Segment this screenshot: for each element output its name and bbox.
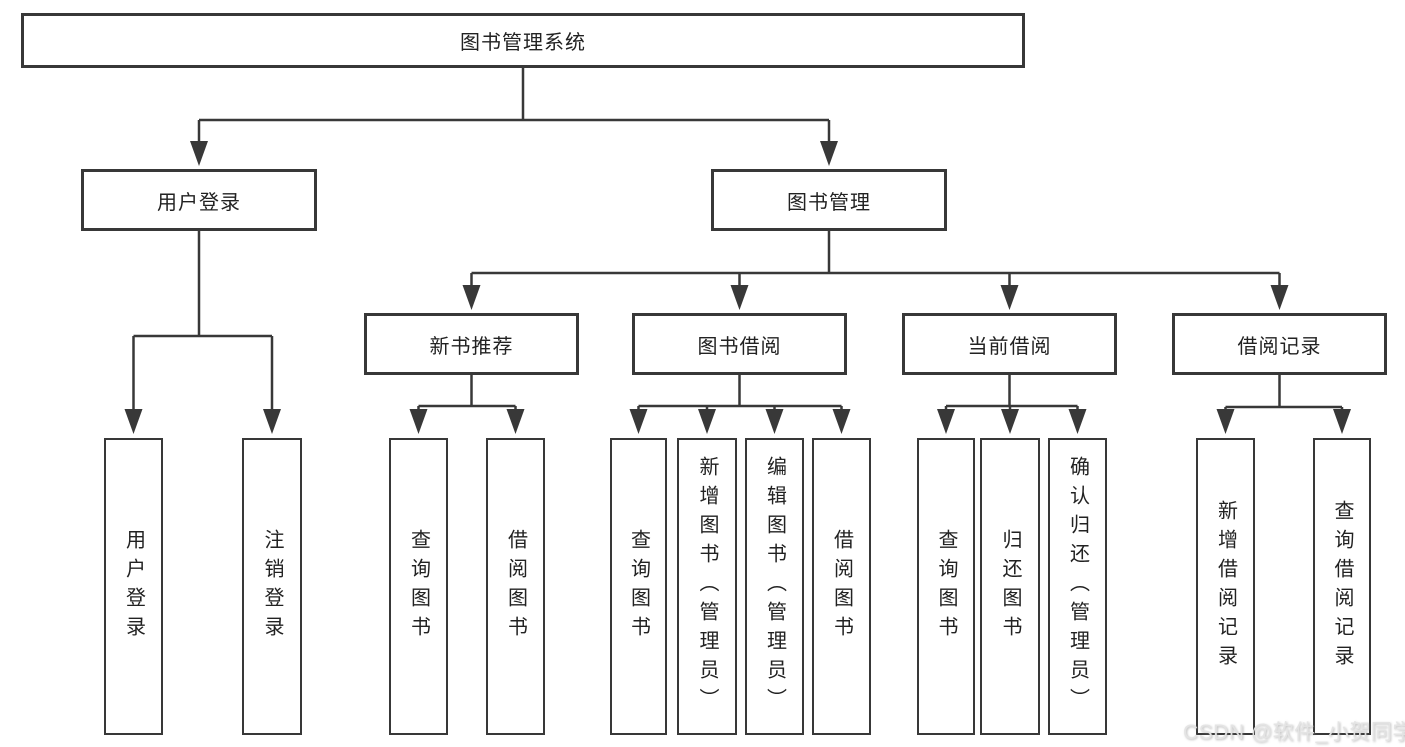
leaf-label: 查询借阅记录 [1331,499,1353,674]
node-user-login: 用户登录 [81,169,317,231]
node-user-login-label: 用户登录 [157,191,241,214]
node-current-borrow: 当前借阅 [902,313,1117,375]
leaf-query-book: 查询图书 [389,438,448,735]
leaf-label: 注销登录 [261,528,283,645]
node-root-label: 图书管理系统 [460,32,586,54]
node-root: 图书管理系统 [21,13,1025,68]
leaf-label: 借阅图书 [830,528,853,645]
leaf-logout: 注销登录 [242,438,302,735]
node-book-management: 图书管理 [711,169,947,231]
leaf-query-book: 查询图书 [610,438,667,735]
node-current-borrow-label: 当前借阅 [967,335,1052,358]
leaf-query-borrow-record: 查询借阅记录 [1313,438,1371,735]
leaf-add-book-admin: 新增图书（管理员） [677,438,737,735]
leaf-borrow-book: 借阅图书 [812,438,871,735]
node-book-borrow: 图书借阅 [632,313,847,375]
leaf-label: 归还图书 [999,528,1021,645]
leaf-label: 借阅图书 [504,528,527,645]
node-new-book-recommend: 新书推荐 [364,313,579,375]
leaf-label: 新增借阅记录 [1214,499,1237,674]
leaf-label: 新增图书（管理员） [696,456,718,717]
connector-path [133,68,1342,409]
node-book-management-label: 图书管理 [787,191,871,214]
leaf-label: 查询图书 [407,528,430,645]
leaf-label: 查询图书 [935,528,957,645]
leaf-label: 用户登录 [122,528,145,645]
leaf-borrow-book: 借阅图书 [486,438,545,735]
leaf-query-book: 查询图书 [917,438,975,735]
leaf-return-book: 归还图书 [980,438,1040,735]
watermark: CSDN @软件_小贺同学 [1183,721,1405,744]
leaf-label: 确认归还（管理员） [1066,456,1089,717]
leaf-confirm-return-admin: 确认归还（管理员） [1048,438,1107,735]
node-new-book-recommend-label: 新书推荐 [429,335,514,358]
node-borrow-record-label: 借阅记录 [1237,335,1322,358]
leaf-label: 查询图书 [627,528,650,645]
leaf-user-login: 用户登录 [104,438,163,735]
leaf-edit-book-admin: 编辑图书（管理员） [745,438,804,735]
leaf-label: 编辑图书（管理员） [763,456,786,717]
node-book-borrow-label: 图书借阅 [697,335,782,358]
leaf-add-borrow-record: 新增借阅记录 [1196,438,1255,735]
node-borrow-record: 借阅记录 [1172,313,1387,375]
